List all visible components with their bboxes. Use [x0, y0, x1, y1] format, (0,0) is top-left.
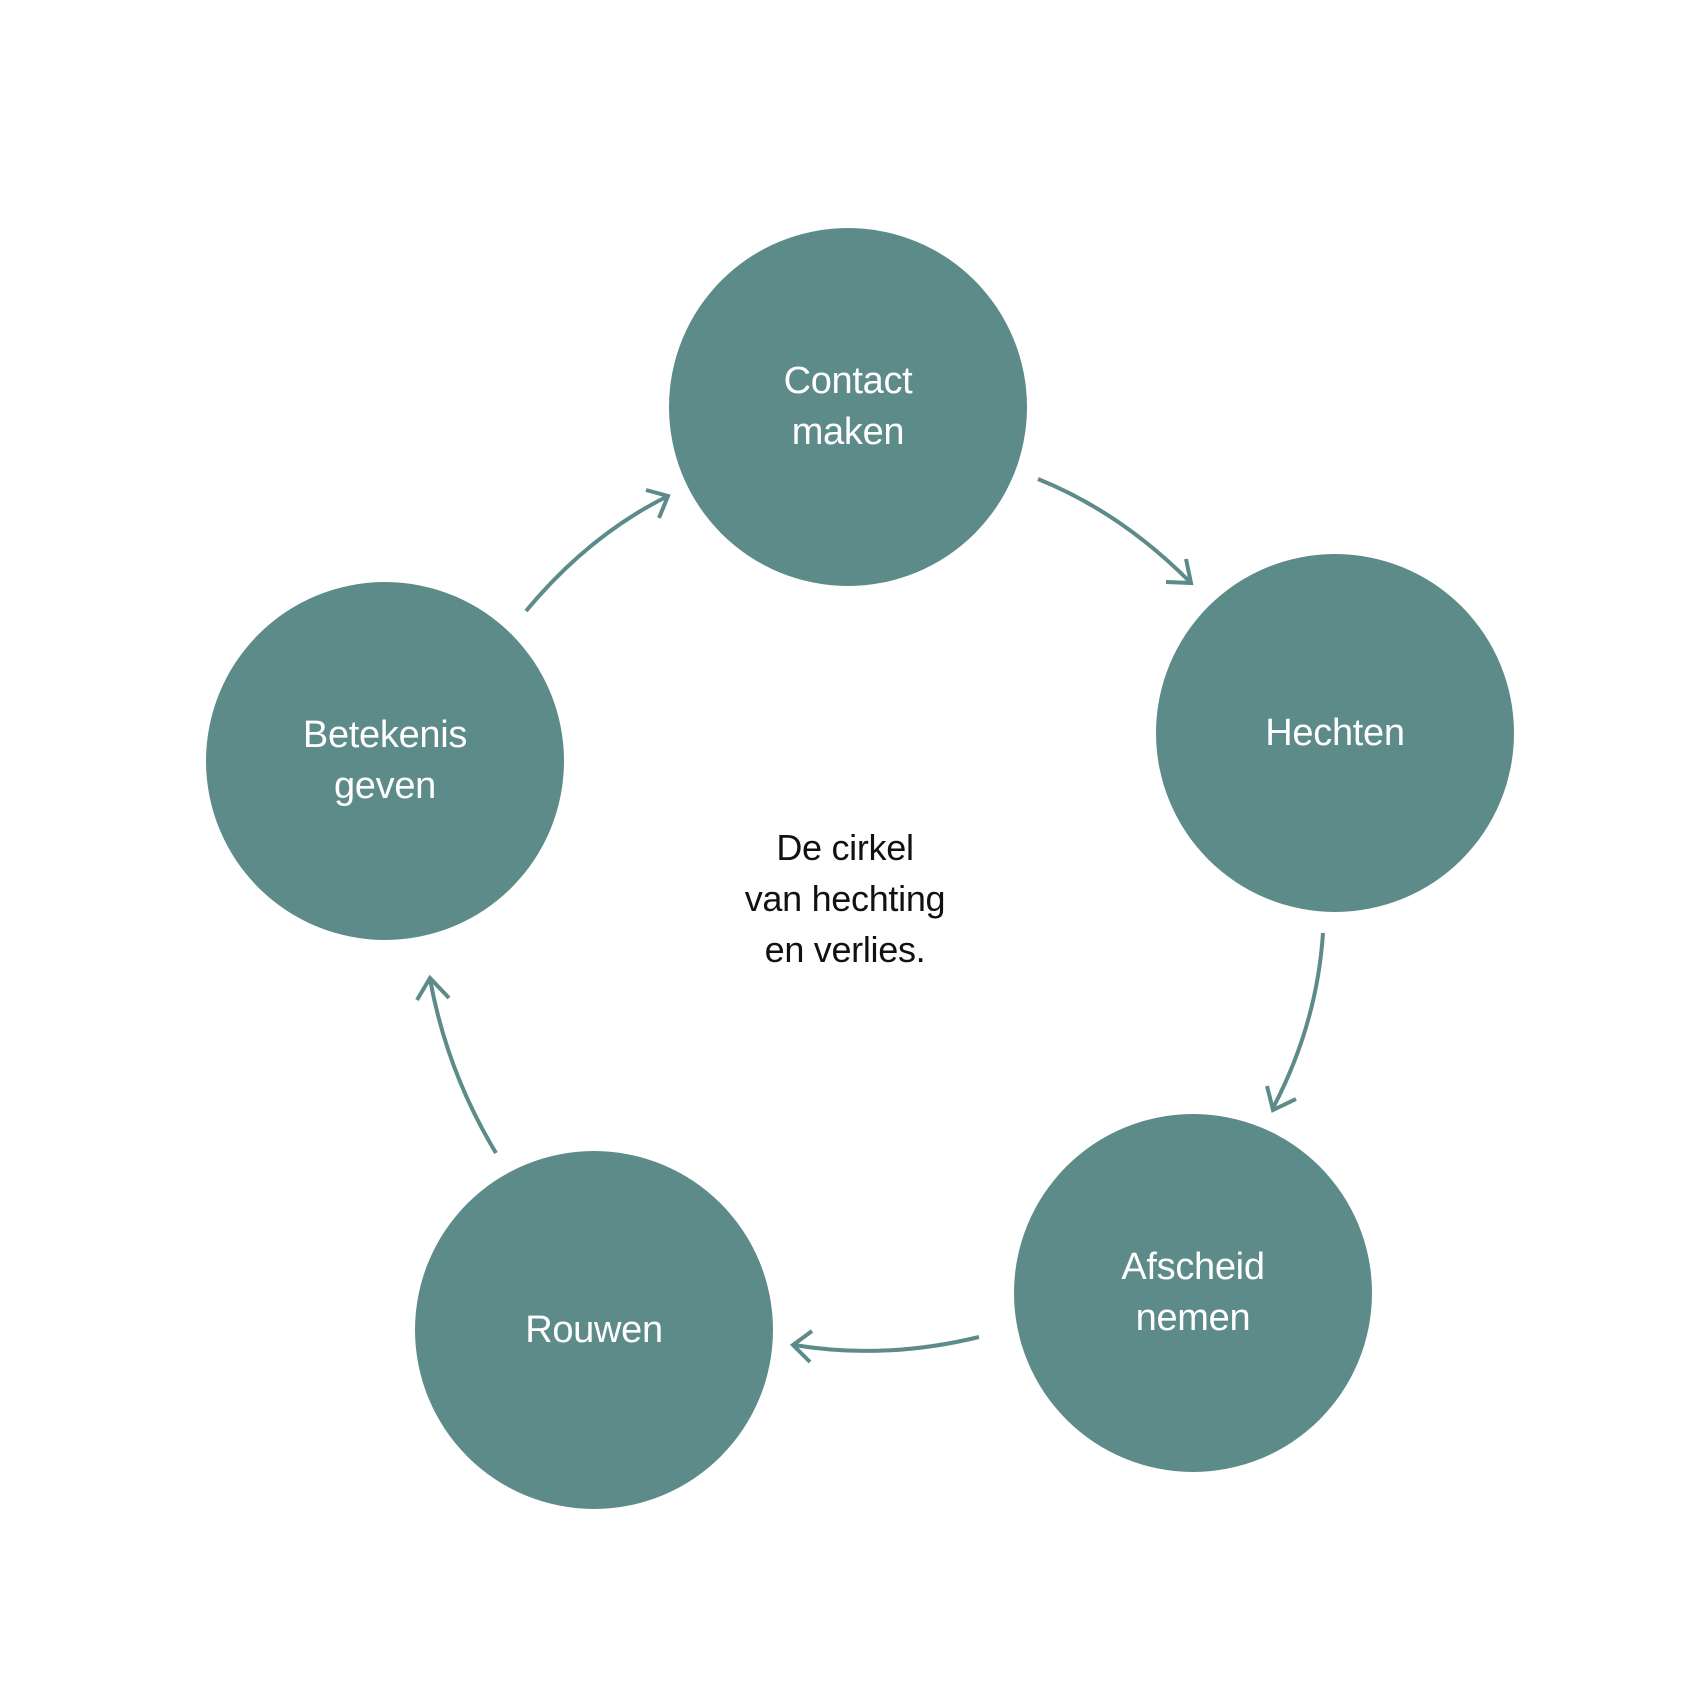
arrow-line	[524, 494, 669, 613]
stage-rouwen: Rouwen	[415, 1151, 773, 1509]
arrow-afscheid-to-rouwen	[789, 1329, 980, 1364]
stage-label-line: Afscheid	[1121, 1246, 1265, 1288]
stage-label-line: nemen	[1135, 1297, 1251, 1339]
diagram-title-line: De cirkel	[776, 827, 914, 868]
stage-label-line: Contact	[783, 360, 913, 402]
stage-contact-maken: Contact maken	[669, 228, 1027, 586]
stage-label: Betekenis geven	[303, 710, 467, 812]
stage-betekenis-geven: Betekenis geven	[206, 582, 564, 940]
diagram-title-line: en verlies.	[764, 929, 926, 970]
arrowhead	[789, 1329, 814, 1364]
stage-label: Afscheid nemen	[1121, 1242, 1265, 1344]
arrow-betekenis-to-contact	[524, 488, 671, 613]
stage-hechten: Hechten	[1156, 554, 1514, 912]
stage-label-line: Betekenis	[302, 714, 468, 756]
arrowhead	[1165, 558, 1194, 586]
arrow-line	[793, 1335, 980, 1353]
stage-label-line: maken	[791, 411, 905, 453]
diagram-title: De cirkel van hechting en verlies.	[650, 822, 1040, 975]
arrowhead	[645, 488, 671, 519]
arrow-line	[428, 978, 498, 1155]
arrowhead	[1265, 1085, 1297, 1113]
arrow-hechten-to-afscheid	[1265, 932, 1325, 1113]
diagram-title-line: van hechting	[744, 878, 946, 919]
stage-label: Hechten	[1265, 708, 1405, 759]
stage-label: Rouwen	[525, 1305, 663, 1356]
arrowhead	[415, 974, 451, 1002]
stage-label-line: Rouwen	[525, 1308, 663, 1351]
arrow-line	[1037, 477, 1191, 583]
arrow-line	[1271, 932, 1325, 1109]
stage-label-line: Hechten	[1265, 711, 1405, 754]
stage-label: Contact maken	[784, 356, 913, 458]
arrow-rouwen-to-betekenis	[415, 974, 498, 1155]
arrow-contact-to-hechten	[1037, 477, 1194, 586]
stage-label-line: geven	[333, 765, 437, 807]
stage-afscheid-nemen: Afscheid nemen	[1014, 1114, 1372, 1472]
